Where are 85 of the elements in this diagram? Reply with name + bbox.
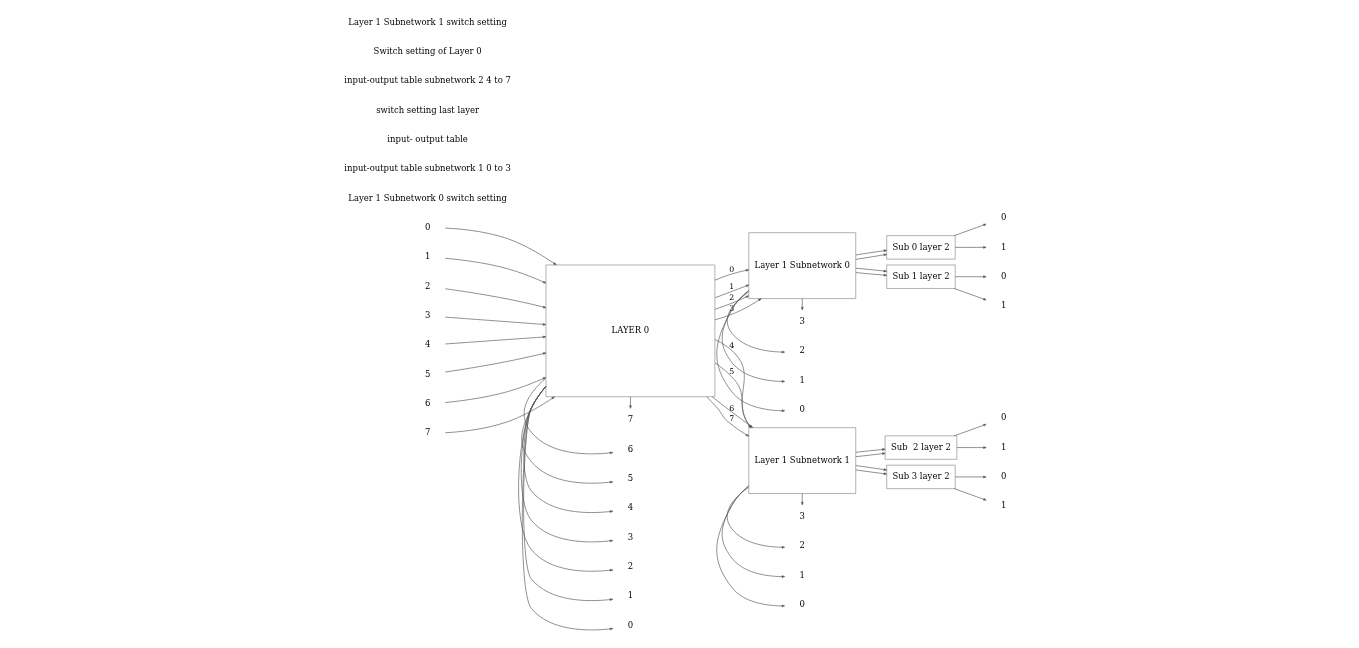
node-text: 1 — [799, 374, 805, 385]
arrow — [854, 448, 885, 453]
arrow — [953, 223, 986, 236]
node-text: 3 — [424, 310, 430, 321]
arrow — [954, 275, 986, 278]
node-text: 1 — [1000, 241, 1006, 252]
arrow — [714, 284, 749, 299]
node-text: 4 — [424, 339, 430, 350]
node-text: 3 — [799, 510, 805, 521]
node-text: 1 — [1000, 500, 1006, 511]
arrow — [854, 465, 887, 471]
arrow — [444, 335, 546, 345]
label: input-output table subnetwork 2 4 to 7 — [343, 75, 511, 86]
arrow — [953, 288, 986, 301]
node-text: 2 — [799, 540, 805, 551]
arrow — [444, 227, 556, 266]
node-text: 2 — [424, 280, 430, 291]
arrow — [721, 485, 785, 578]
node-text: 0 — [799, 598, 805, 609]
node-text: 1 — [627, 590, 633, 601]
node-text: 0 — [424, 222, 430, 233]
node-text: 0 — [1000, 412, 1006, 423]
arrow — [444, 396, 555, 434]
arrow — [444, 316, 546, 326]
node-text: 2 — [799, 345, 805, 356]
arrow — [520, 386, 613, 543]
arrow — [715, 485, 785, 608]
arrow — [953, 424, 986, 437]
node-text: 3 — [627, 531, 633, 542]
arrow — [523, 377, 613, 455]
arrow — [444, 377, 546, 403]
node-text: 7 — [424, 427, 430, 438]
arrow — [954, 475, 986, 479]
arrow — [954, 246, 986, 249]
arrow — [628, 396, 632, 409]
label: Switch setting of Layer 0 — [373, 45, 482, 56]
arrow — [956, 446, 986, 449]
arrow — [726, 291, 785, 354]
label: input-output table subnetwork 1 0 to 3 — [343, 163, 511, 174]
node-text: 1 — [1000, 300, 1006, 311]
arrow — [444, 352, 546, 373]
arrow — [520, 386, 613, 484]
node-text: 5 — [424, 368, 430, 379]
arrow — [711, 396, 753, 428]
label: input- output table — [386, 133, 468, 144]
arrow — [714, 295, 749, 310]
arrow — [800, 493, 803, 506]
arrow — [854, 253, 887, 260]
arrow — [854, 267, 887, 273]
node-text: 0 — [799, 403, 805, 414]
node-text: 1 — [1000, 441, 1006, 452]
label: Layer 1 Subnetwork 1 switch setting — [347, 16, 507, 27]
node-text: 1 — [799, 569, 805, 580]
node-text: 0 — [1000, 212, 1006, 223]
node-text: 5 — [627, 473, 633, 484]
arrow — [721, 290, 785, 383]
node-text: 0 — [1000, 471, 1006, 482]
arrow — [444, 257, 546, 284]
arrow — [705, 396, 749, 437]
node-text: 2 — [627, 561, 633, 572]
node-text: 6 — [627, 443, 633, 454]
node-text: 0 — [1000, 270, 1006, 281]
arrow — [714, 362, 751, 428]
node-text: 3 — [799, 315, 805, 326]
arrow — [854, 249, 887, 256]
node-text: 4 — [627, 502, 633, 513]
arrow — [726, 486, 785, 549]
arrow — [854, 469, 887, 475]
arrow — [714, 298, 761, 321]
arrow — [715, 290, 785, 412]
arrow — [800, 298, 803, 311]
node-box: Sub 2 layer 2 — [884, 435, 957, 460]
node-text: 6 — [424, 398, 430, 409]
label: switch setting last layer — [375, 104, 479, 115]
label: Layer 1 Subnetwork 0 switch setting — [347, 192, 507, 203]
arrow — [444, 288, 546, 309]
arrow — [854, 272, 887, 277]
node-text: 7 — [627, 414, 633, 425]
arrow — [714, 339, 751, 428]
arrow — [854, 452, 885, 458]
node-text: 0 — [627, 619, 633, 630]
arrow — [517, 386, 613, 572]
arrow — [953, 488, 986, 501]
node-text: 1 — [424, 251, 430, 262]
arrow — [714, 269, 749, 281]
